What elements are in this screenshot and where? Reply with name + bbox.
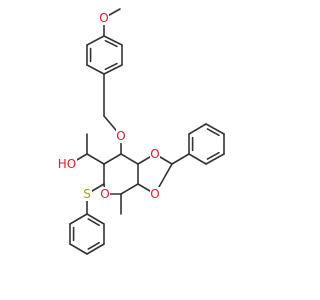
bond-c6-c1 [69, 213, 88, 225]
o-benzyl-atom-label: O [116, 129, 125, 143]
o_ring-label-bg [100, 187, 110, 201]
bond-a3-a4 [103, 35, 123, 46]
double-bond-c1-c2 [87, 218, 100, 227]
s_thio-label-bg [82, 187, 92, 201]
s-thio-atom-label: S [83, 187, 91, 201]
double-bond-a1-a2 [104, 62, 118, 71]
bond-b4-b5 [205, 123, 225, 135]
bond-a4-a5 [86, 35, 105, 46]
bond-C2-C3 [86, 153, 105, 165]
double-bond-b2-b3 [206, 151, 220, 160]
bond-Cac-b1 [171, 153, 190, 165]
bond-C1-C2 [103, 153, 122, 165]
bond-a6-a1 [86, 64, 105, 75]
o-hydroxyl-atom-label: HO [58, 157, 76, 171]
o_acetal_1-label-bg [150, 147, 160, 161]
o_acetal_2-label-bg [150, 187, 160, 201]
o_methoxy-label-bg [99, 11, 109, 25]
bond-C7-C8 [120, 183, 139, 195]
bond-b1-b2 [188, 153, 207, 165]
double-bond-c3-c4 [87, 241, 100, 250]
o-ring-atom-label: O [100, 187, 109, 201]
bond-a1-a2 [103, 64, 123, 75]
bond-b5-b6 [188, 123, 207, 135]
bond-c4-c5 [69, 243, 88, 255]
o-acetal-2-atom-label: O [150, 187, 159, 201]
bond-c1-c2 [86, 213, 105, 225]
double-bond-b4-b5 [206, 128, 220, 137]
o-methoxy-atom-label: O [99, 11, 108, 25]
bond-C1-C6 [120, 153, 139, 165]
double-bond-a3-a4 [104, 39, 118, 48]
o_benzyl-label-bg [116, 129, 126, 143]
o_hydroxyl-label-bg [57, 157, 77, 171]
bond-b2-b3 [205, 153, 225, 165]
o-acetal-1-atom-label: O [150, 147, 159, 161]
bond-c3-c4 [86, 243, 105, 255]
